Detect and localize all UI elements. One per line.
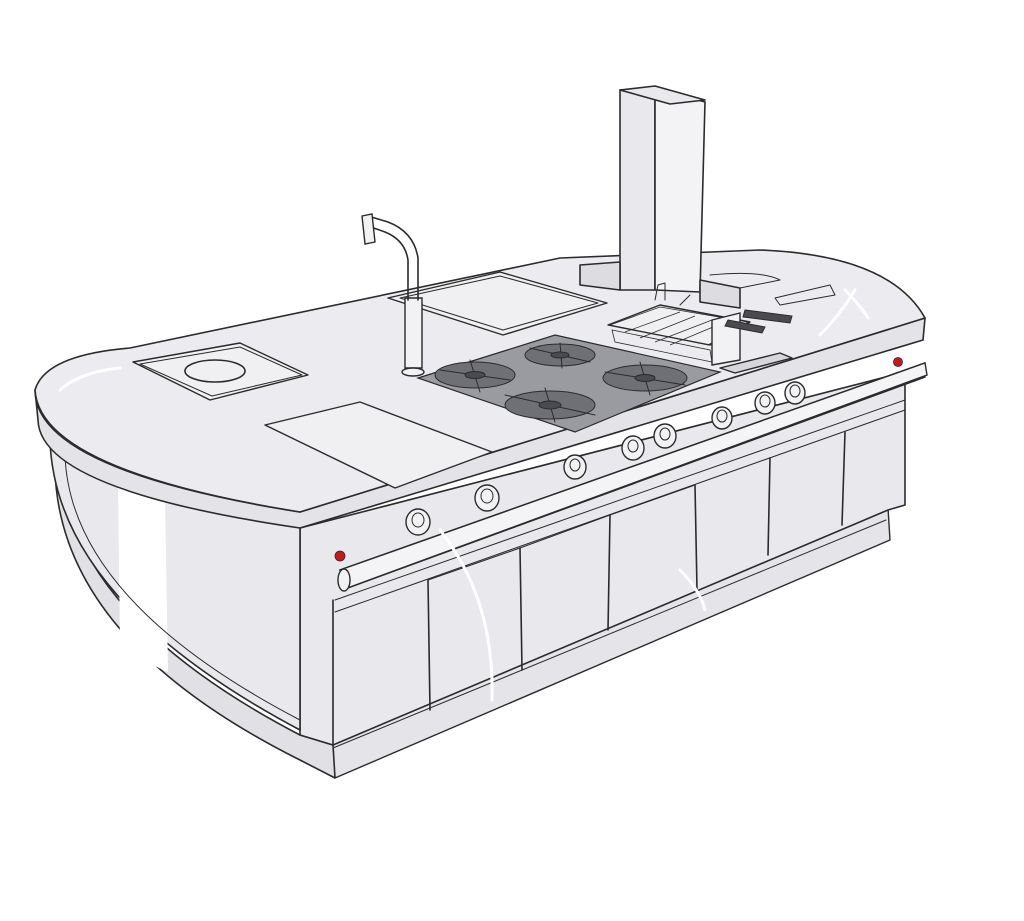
indicator-light-left	[334, 550, 346, 562]
faucet	[361, 213, 425, 377]
knob	[754, 391, 776, 415]
griddle-plate	[264, 401, 493, 489]
control-knobs	[405, 381, 806, 536]
knob	[653, 423, 677, 449]
rear-plates	[709, 272, 836, 306]
knob	[784, 381, 806, 405]
gas-burners	[416, 334, 722, 433]
knob	[474, 484, 500, 512]
extraction-column	[579, 85, 741, 309]
sink	[387, 271, 608, 336]
reflections	[438, 288, 857, 702]
indicator-light-right	[893, 357, 903, 367]
knob	[563, 454, 587, 480]
knob	[711, 406, 733, 430]
knob	[621, 435, 645, 461]
plinth	[54, 449, 891, 779]
fryer	[607, 282, 793, 374]
induction-plate	[132, 342, 309, 401]
front-cabinets	[299, 357, 928, 746]
knob	[405, 508, 431, 536]
